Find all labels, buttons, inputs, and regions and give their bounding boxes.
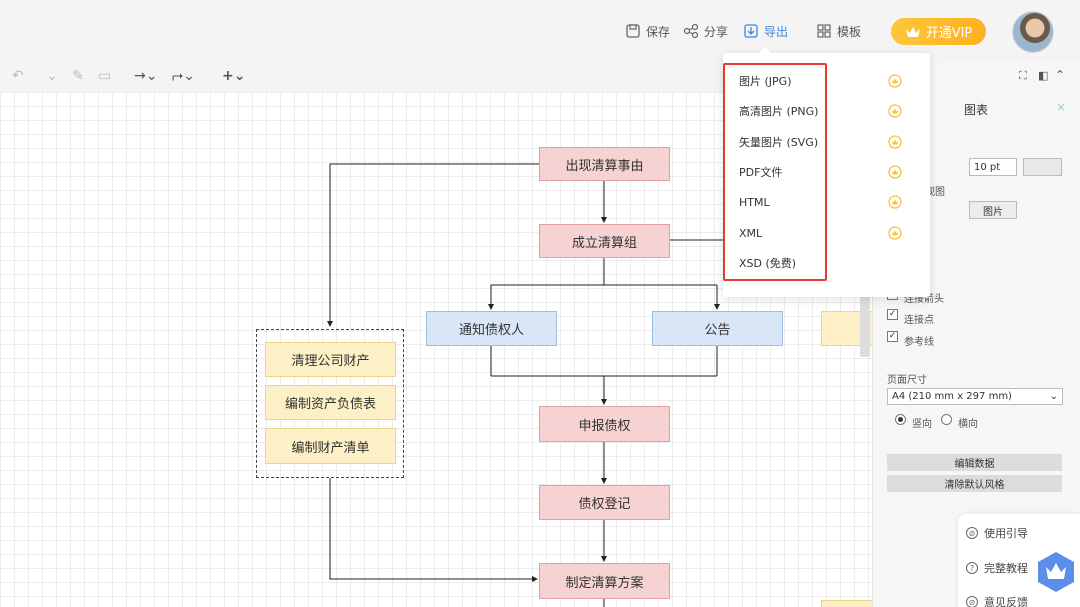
vip-crown-icon [888, 195, 902, 209]
landscape-radio[interactable] [941, 414, 952, 425]
vip-crown-icon [888, 74, 902, 88]
feedback-icon: ⊘ [966, 596, 978, 607]
crown-icon [905, 26, 920, 37]
feedback-label: 意见反馈 [984, 596, 1028, 607]
scrollbar[interactable] [860, 292, 870, 357]
panel-toggle-icon[interactable]: ◧ [1038, 69, 1049, 82]
guide-link[interactable]: ⊘ 使用引导 [966, 525, 1028, 541]
chevron-down-icon[interactable]: ⌄ [46, 68, 58, 84]
vip-badge-icon[interactable] [1037, 551, 1075, 593]
collapse-icon[interactable]: ⌃ [1055, 68, 1066, 82]
portrait-label: 竖向 [912, 419, 932, 430]
compass-icon: ⊘ [966, 527, 978, 539]
node-announcement[interactable]: 公告 [652, 311, 783, 346]
node-liquidation-group[interactable]: 成立清算组 [539, 224, 670, 258]
connector-elbow-icon[interactable]: ⮣⌄ [172, 68, 195, 84]
template-icon [817, 24, 831, 38]
node-notify-creditors[interactable]: 通知债权人 [426, 311, 557, 346]
export-menu-item[interactable]: 矢量图片 (SVG) [739, 136, 819, 149]
insert-icon[interactable]: +⌄ [222, 68, 246, 84]
color-swatch[interactable] [1023, 158, 1062, 176]
pt-input[interactable]: 10 pt [969, 158, 1017, 176]
save-label: 保存 [646, 24, 671, 39]
share-button[interactable]: 分享 [683, 20, 728, 42]
export-menu: 图片 (JPG) 高清图片 (PNG) 矢量图片 (SVG) PDF文件 HTML XML… [723, 47, 930, 297]
node-liquidation-cause[interactable]: 出现清算事由 [539, 147, 670, 181]
tab-chart[interactable]: 图表 [964, 103, 989, 117]
close-icon[interactable]: × [1056, 100, 1067, 114]
page-size-value: A4 (210 mm x 297 mm) [892, 391, 1012, 402]
node-partial-yellow-bottom[interactable] [821, 600, 872, 607]
export-label: 导出 [764, 24, 789, 39]
guides-label: 参考线 [904, 337, 934, 348]
tutorial-label: 完整教程 [984, 562, 1028, 575]
guides-checkbox[interactable]: ✓ [887, 331, 898, 342]
format-icon[interactable]: ▭ [98, 68, 112, 84]
top-bar: 保存 分享 导出 模板 开通VIP [0, 0, 1080, 60]
node-property-list[interactable]: 编制财产清单 [265, 428, 396, 464]
points-label: 连接点 [904, 315, 934, 326]
feedback-link[interactable]: ⊘ 意见反馈 [966, 594, 1028, 607]
share-icon [683, 23, 699, 39]
node-register-claims[interactable]: 债权登记 [539, 485, 670, 520]
share-label: 分享 [704, 24, 729, 39]
export-highlight-box [723, 63, 827, 281]
vip-crown-icon [888, 165, 902, 179]
fit-icon[interactable]: ⛶ [1019, 69, 1027, 82]
portrait-radio[interactable] [895, 414, 906, 425]
node-declare-claims[interactable]: 申报债权 [539, 406, 670, 442]
export-menu-item[interactable]: XML [739, 226, 763, 240]
avatar[interactable] [1012, 11, 1054, 53]
export-menu-item[interactable]: 高清图片 (PNG) [739, 105, 819, 118]
vip-crown-icon [888, 226, 902, 240]
node-liquidation-plan[interactable]: 制定清算方案 [539, 563, 670, 599]
export-menu-item[interactable]: XSD (免费) [739, 257, 797, 270]
export-button[interactable]: 导出 [743, 20, 788, 42]
view-label: 视图 [925, 187, 945, 198]
save-icon [626, 24, 640, 38]
connector-straight-icon[interactable]: →⌄ [134, 68, 158, 84]
node-balance-sheet[interactable]: 编制资产负债表 [265, 385, 396, 420]
clear-style-button[interactable]: 清除默认风格 [887, 475, 1062, 492]
node-clear-assets[interactable]: 清理公司财产 [265, 342, 396, 377]
vip-crown-icon [888, 104, 902, 118]
connector-lines [327, 163, 725, 607]
page-size-label: 页面尺寸 [887, 375, 927, 386]
guide-label: 使用引导 [984, 527, 1028, 540]
export-menu-item[interactable]: PDF文件 [739, 166, 783, 179]
points-checkbox[interactable]: ✓ [887, 309, 898, 320]
image-button[interactable]: 图片 [969, 201, 1017, 219]
tutorial-link[interactable]: ? 完整教程 [966, 560, 1028, 576]
vip-button[interactable]: 开通VIP [891, 18, 986, 45]
edit-data-button[interactable]: 编辑数据 [887, 454, 1062, 471]
question-icon: ? [966, 562, 978, 574]
vip-label: 开通VIP [925, 26, 973, 41]
export-icon [744, 24, 758, 38]
task-group[interactable] [256, 329, 404, 478]
chevron-down-icon: ⌄ [1049, 391, 1058, 402]
landscape-label: 横向 [958, 419, 978, 430]
page-size-select[interactable]: A4 (210 mm x 297 mm) ⌄ [887, 388, 1063, 405]
template-label: 模板 [837, 24, 862, 39]
paint-icon[interactable]: ✎ [72, 68, 84, 84]
export-menu-item[interactable]: 图片 (JPG) [739, 75, 792, 88]
vip-crown-icon [888, 135, 902, 149]
template-button[interactable]: 模板 [816, 20, 861, 42]
save-button[interactable]: 保存 [625, 20, 670, 42]
export-menu-item[interactable]: HTML [739, 195, 770, 209]
arrows-label: 连接箭头 [904, 294, 944, 305]
undo-icon[interactable]: ↶ [12, 68, 24, 84]
